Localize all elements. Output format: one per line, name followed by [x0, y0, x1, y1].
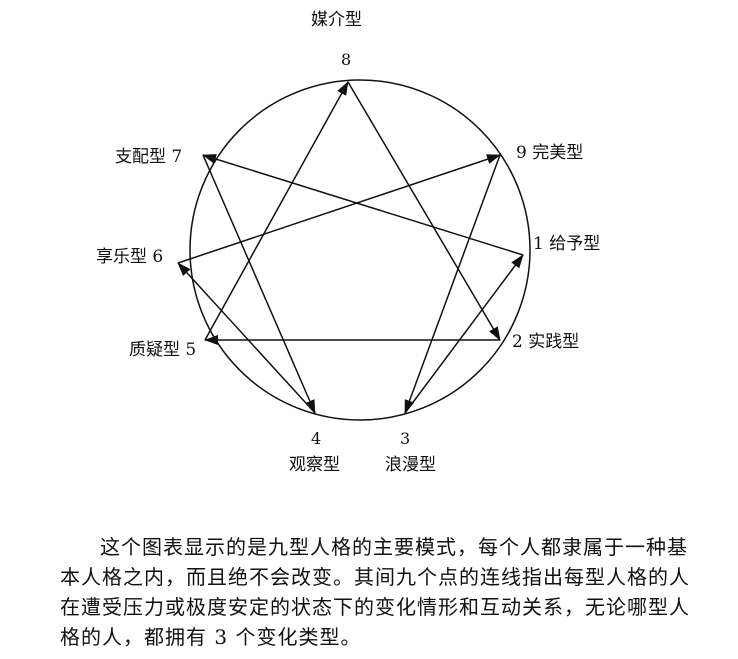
arrow-3-to-1	[404, 254, 524, 414]
type-3-name-label: 浪漫型	[385, 455, 436, 475]
type-5-label: 质疑型 5	[129, 340, 197, 360]
enneagram-circle	[189, 79, 531, 421]
arrow-8-to-2	[347, 81, 501, 341]
arrow-4-to-6	[177, 262, 316, 414]
type-3-number-label: 3	[400, 429, 411, 448]
type-4-name-label: 观察型	[289, 455, 340, 475]
arrow-1-to-7	[202, 154, 524, 256]
arrow-5-to-8	[204, 81, 349, 341]
enneagram-diagram	[177, 79, 531, 421]
arrow-6-to-9	[177, 154, 501, 264]
arrow-7-to-4	[202, 154, 316, 414]
type-9-label: 9 完美型	[516, 143, 584, 163]
caption-paragraph: 这个图表显示的是九型人格的主要模式，每个人都隶属于一种基本人格之内，而且绝不会改…	[60, 535, 690, 649]
type-2-label: 2 实践型	[512, 332, 580, 352]
type-8-number-label: 8	[341, 50, 352, 69]
type-1-label: 1 给予型	[533, 234, 601, 254]
arrow-9-to-3	[404, 154, 501, 414]
type-8-name-label: 媒介型	[311, 10, 362, 30]
arrow-group	[177, 81, 524, 414]
type-4-number-label: 4	[311, 429, 322, 448]
type-7-label: 支配型 7	[115, 147, 183, 167]
type-6-label: 享乐型 6	[96, 247, 164, 267]
